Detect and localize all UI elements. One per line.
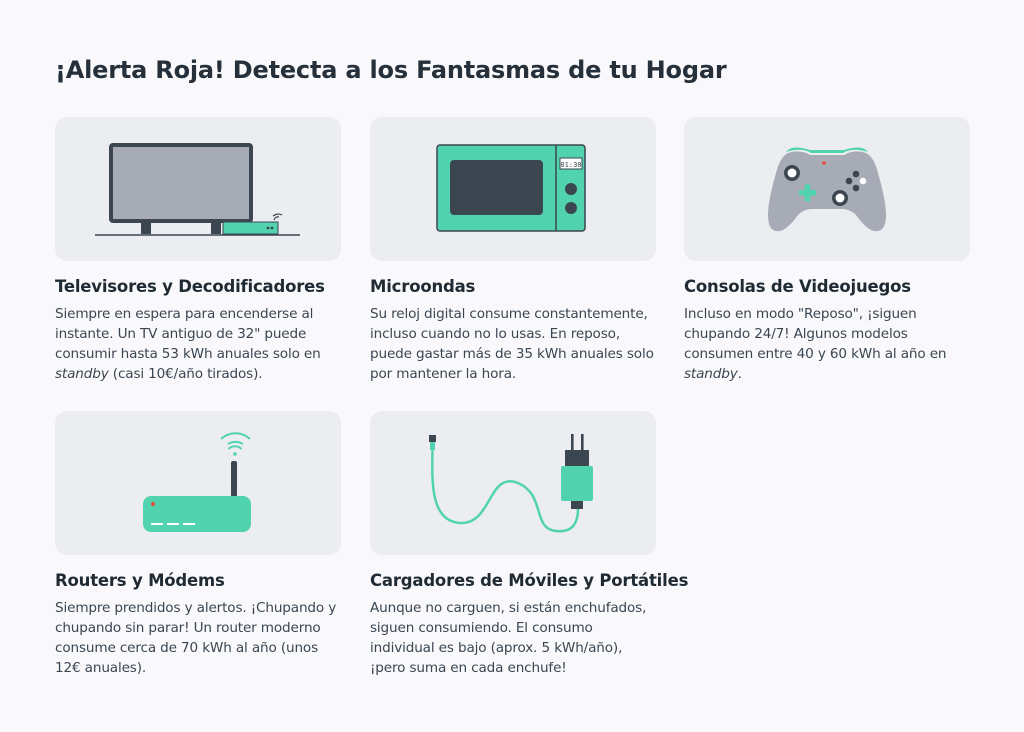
card-title: Cargadores de Móviles y Portátiles	[370, 571, 689, 590]
card-description: Incluso en modo "Reposo", ¡siguen chupan…	[684, 306, 947, 382]
page-title: ¡Alerta Roja! Detecta a los Fantasmas de…	[55, 56, 727, 84]
card-consolas: Consolas de Videojuegos Incluso en modo …	[684, 117, 970, 384]
card-image	[370, 411, 656, 555]
card-description: Su reloj digital consume constantemente,…	[370, 306, 654, 382]
card-title: Consolas de Videojuegos	[684, 277, 911, 296]
tv-decoder-icon	[95, 143, 300, 236]
card-cargadores: Cargadores de Móviles y Portátiles Aunqu…	[370, 411, 689, 678]
microwave-clock: 01:30	[560, 161, 581, 169]
card-image	[684, 117, 970, 261]
microwave-icon: 01:30	[436, 144, 586, 232]
card-image	[55, 117, 341, 261]
router-icon	[143, 432, 251, 532]
card-image: 01:30	[370, 117, 656, 261]
charger-icon	[429, 434, 593, 533]
gamepad-icon	[768, 147, 886, 232]
card-image	[55, 411, 341, 555]
card-routers: Routers y Módems Siempre prendidos y ale…	[55, 411, 341, 678]
card-televisores: Televisores y Decodificadores Siempre en…	[55, 117, 341, 384]
card-description: Aunque no carguen, si están enchufados, …	[370, 600, 647, 676]
card-title: Routers y Módems	[55, 571, 225, 590]
card-description: Siempre prendidos y alertos. ¡Chupando y…	[55, 600, 337, 676]
card-title: Microondas	[370, 277, 476, 296]
card-microondas: 01:30 Microondas Su reloj digital consum…	[370, 117, 656, 384]
card-description: Siempre en espera para encenderse al ins…	[55, 306, 321, 382]
card-title: Televisores y Decodificadores	[55, 277, 325, 296]
